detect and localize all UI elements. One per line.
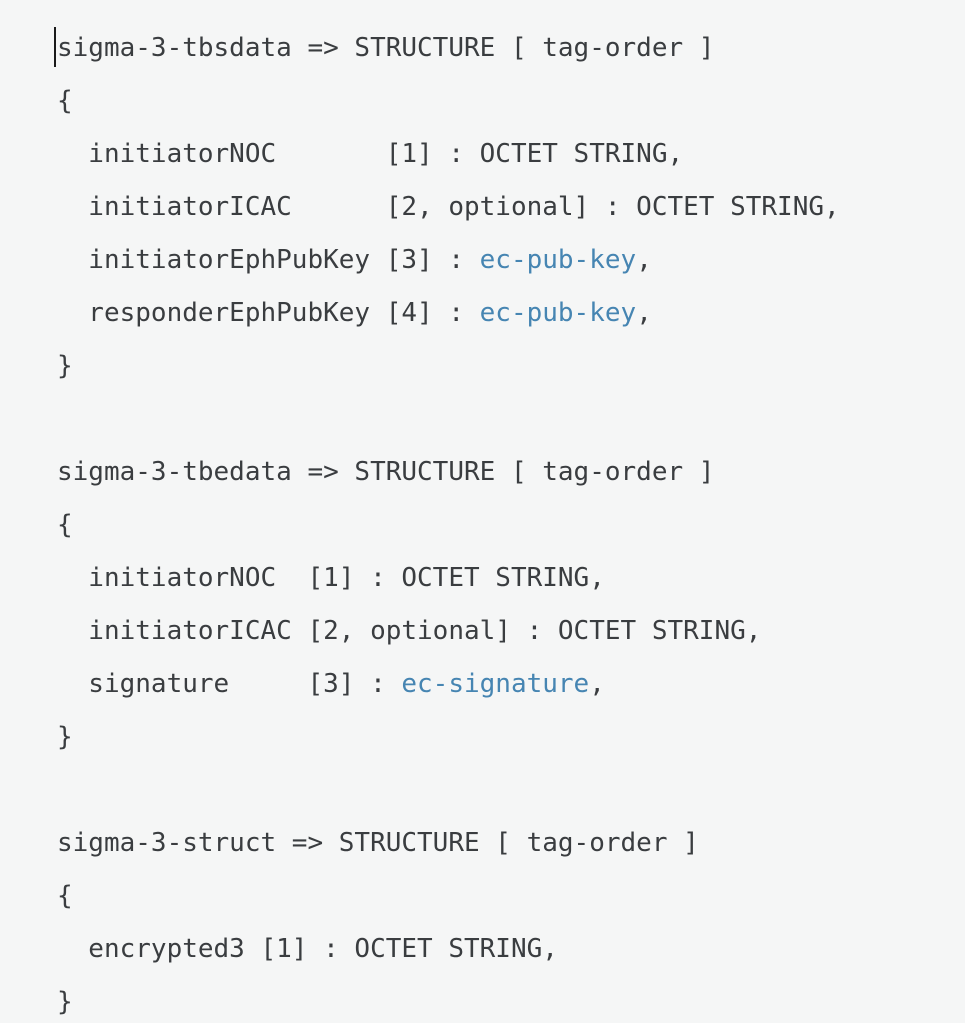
- type-link-ec-pub-key[interactable]: ec-pub-key: [479, 245, 637, 275]
- code-text: }: [57, 722, 73, 752]
- code-line: sigma-3-tbedata => STRUCTURE [ tag-order…: [57, 446, 945, 499]
- code-block-sigma-3-tbedata: sigma-3-tbedata => STRUCTURE [ tag-order…: [57, 446, 945, 764]
- code-line: sigma-3-tbsdata => STRUCTURE [ tag-order…: [57, 22, 945, 75]
- code-line: signature [3] : ec-signature,: [57, 658, 945, 711]
- code-line: initiatorICAC [2, optional] : OCTET STRI…: [57, 181, 945, 234]
- code-line: }: [57, 711, 945, 764]
- code-line: }: [57, 976, 945, 1029]
- code-line: initiatorICAC [2, optional] : OCTET STRI…: [57, 605, 945, 658]
- code-line: initiatorNOC [1] : OCTET STRING,: [57, 552, 945, 605]
- type-link-ec-pub-key[interactable]: ec-pub-key: [479, 298, 637, 328]
- code-line: initiatorNOC [1] : OCTET STRING,: [57, 128, 945, 181]
- code-text: initiatorICAC [2, optional] : OCTET STRI…: [57, 616, 762, 646]
- code-text: initiatorNOC [1] : OCTET STRING,: [57, 563, 605, 593]
- code-text: ,: [636, 298, 652, 328]
- code-container: sigma-3-tbsdata => STRUCTURE [ tag-order…: [57, 22, 945, 1029]
- code-text: signature [3] :: [57, 669, 402, 699]
- type-link-ec-signature[interactable]: ec-signature: [401, 669, 590, 699]
- code-text: encrypted3 [1] : OCTET STRING,: [57, 934, 558, 964]
- code-line: responderEphPubKey [4] : ec-pub-key,: [57, 287, 945, 340]
- code-line: {: [57, 499, 945, 552]
- code-text: {: [57, 881, 73, 911]
- code-text: {: [57, 510, 73, 540]
- code-text: initiatorICAC [2, optional] : OCTET STRI…: [57, 192, 840, 222]
- code-block-sigma-3-tbsdata: sigma-3-tbsdata => STRUCTURE [ tag-order…: [57, 22, 945, 393]
- text-caret: [54, 27, 56, 67]
- code-line: {: [57, 870, 945, 923]
- code-line: {: [57, 75, 945, 128]
- code-text: sigma-3-tbedata => STRUCTURE [ tag-order…: [57, 457, 715, 487]
- code-text: ,: [636, 245, 652, 275]
- code-text: {: [57, 86, 73, 116]
- code-line: encrypted3 [1] : OCTET STRING,: [57, 923, 945, 976]
- code-text: }: [57, 987, 73, 1017]
- code-text: initiatorNOC [1] : OCTET STRING,: [57, 139, 684, 169]
- code-text: sigma-3-tbsdata => STRUCTURE [ tag-order…: [57, 33, 715, 63]
- code-text: sigma-3-struct => STRUCTURE [ tag-order …: [57, 828, 699, 858]
- code-line: sigma-3-struct => STRUCTURE [ tag-order …: [57, 817, 945, 870]
- code-text: initiatorEphPubKey [3] :: [57, 245, 480, 275]
- code-text: ,: [589, 669, 605, 699]
- code-block-sigma-3-struct: sigma-3-struct => STRUCTURE [ tag-order …: [57, 817, 945, 1029]
- code-line: initiatorEphPubKey [3] : ec-pub-key,: [57, 234, 945, 287]
- code-text: }: [57, 351, 73, 381]
- code-text: responderEphPubKey [4] :: [57, 298, 480, 328]
- code-line: }: [57, 340, 945, 393]
